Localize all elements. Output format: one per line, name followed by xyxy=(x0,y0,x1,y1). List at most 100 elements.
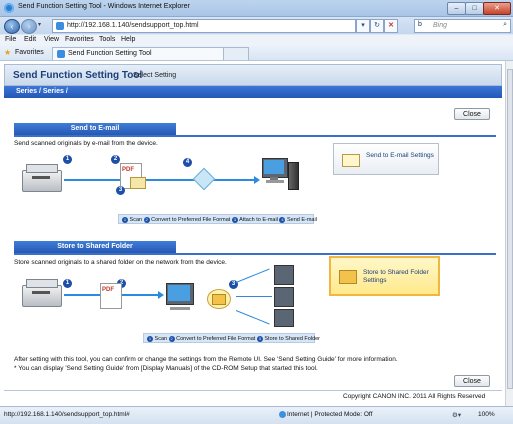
shared-legend-3: Store to Shared Folder xyxy=(264,336,321,342)
menu-view[interactable]: View xyxy=(44,36,60,43)
printer-icon xyxy=(22,162,62,192)
shared-legend: 1 Scan 2 Convert to Preferred File Forma… xyxy=(143,333,320,343)
store-to-shared-folder-settings-label: Store to Shared Folder Settings xyxy=(363,269,429,284)
network-icon xyxy=(192,167,216,191)
search-box[interactable]: b Bing ⌕ xyxy=(414,19,511,33)
email-legend-3: Attach to E-mail xyxy=(239,217,278,223)
back-button[interactable]: ‹ xyxy=(4,19,20,34)
step-4-badge: 4 xyxy=(183,158,192,167)
page-icon xyxy=(56,22,64,30)
computer-icon xyxy=(274,265,294,285)
step-1-badge: 1 xyxy=(63,279,72,288)
title-bar: Send Function Setting Tool - Windows Int… xyxy=(0,0,513,17)
copyright-text: Copyright CANON INC. 2011 All Rights Res… xyxy=(343,393,486,400)
stop-icon[interactable]: ✕ xyxy=(384,19,398,33)
ie-icon xyxy=(4,3,14,13)
minimize-button[interactable]: – xyxy=(447,2,466,15)
computer-icon xyxy=(274,287,294,307)
page-title: Send Function Setting Tool xyxy=(13,70,143,81)
email-description: Send scanned originals by e-mail from th… xyxy=(14,140,158,147)
bing-icon: b xyxy=(418,21,422,28)
menu-edit[interactable]: Edit xyxy=(24,36,37,43)
footnote-remote-ui: After setting with this tool, you can co… xyxy=(14,356,398,363)
search-icon[interactable]: ⌕ xyxy=(503,21,507,28)
email-legend-1: Scan xyxy=(129,217,143,223)
tab-page-icon xyxy=(57,50,65,58)
favorites-button[interactable]: Favorites xyxy=(15,49,44,56)
menu-bar: File Edit View Favorites Tools Help xyxy=(0,35,513,46)
search-placeholder: Bing xyxy=(433,22,448,29)
forward-button[interactable]: › xyxy=(21,19,37,34)
close-window-button[interactable]: ✕ xyxy=(483,2,511,15)
address-bar[interactable]: http://192.168.1.140/sendsupport_top.htm… xyxy=(52,19,356,33)
flow-arrow xyxy=(122,294,160,296)
shared-folder-icon xyxy=(207,289,231,309)
status-url: http://192.168.1.140/sendsupport_top.htm… xyxy=(4,411,130,418)
computer-icon xyxy=(274,309,294,327)
address-dropdown-icon[interactable]: ▾ xyxy=(356,19,370,33)
series-label: Series / Series / xyxy=(16,88,68,95)
flow-arrow xyxy=(64,294,100,296)
folder-icon xyxy=(339,270,357,284)
store-to-shared-folder-settings-button[interactable]: Store to Shared Folder Settings xyxy=(329,256,440,296)
step-3-badge: 3 xyxy=(229,280,238,289)
zoom-level[interactable]: 100% xyxy=(478,411,495,418)
tab-title: Send Function Setting Tool xyxy=(68,50,152,57)
close-button-top[interactable]: Close xyxy=(454,108,490,120)
computer-icon xyxy=(262,158,299,190)
favorites-bar: ★ Favorites Send Function Setting Tool xyxy=(0,46,513,61)
email-legend: 1 Scan 2 Convert to Preferred File Forma… xyxy=(118,214,317,224)
refresh-icon[interactable]: ↻ xyxy=(370,19,384,33)
address-url: http://192.168.1.140/sendsupport_top.htm… xyxy=(67,22,199,29)
step-1-badge: 1 xyxy=(63,155,72,164)
close-button-bottom[interactable]: Close xyxy=(454,375,490,387)
shared-legend-2: Convert to Preferred File Format xyxy=(176,336,256,342)
pdf-document-icon: PDF xyxy=(100,283,122,309)
flow-arrow xyxy=(64,179,120,181)
send-to-email-settings-label: Send to E-mail Settings xyxy=(366,152,434,159)
navigation-bar: ‹ › ▾ http://192.168.1.140/sendsupport_t… xyxy=(0,17,513,34)
series-band: Series / Series / xyxy=(4,86,502,98)
footnote-manuals: * You can display 'Send Setting Guide' f… xyxy=(14,365,318,372)
page-subtitle: Select Setting xyxy=(133,72,177,79)
email-section-rule xyxy=(14,135,496,137)
tab-send-function[interactable]: Send Function Setting Tool xyxy=(52,47,224,60)
flow-arrowhead xyxy=(254,176,260,184)
protected-mode-icon[interactable]: ⚙▾ xyxy=(452,412,462,419)
menu-tools[interactable]: Tools xyxy=(99,36,116,43)
computer-icon xyxy=(166,283,206,317)
printer-icon xyxy=(22,277,62,307)
envelope-small-icon xyxy=(130,177,146,189)
send-to-email-settings-button[interactable]: Send to E-mail Settings xyxy=(333,143,439,175)
menu-help[interactable]: Help xyxy=(121,36,136,43)
flow-arrow xyxy=(236,296,272,297)
shared-section-band: Store to Shared Folder xyxy=(14,241,176,253)
email-section-band: Send to E-mail xyxy=(14,123,176,135)
flow-arrowhead xyxy=(158,291,164,299)
step-3-badge: 3 xyxy=(116,186,125,195)
shared-legend-1: Scan xyxy=(154,336,168,342)
menu-file[interactable]: File xyxy=(5,36,17,43)
window-title: Send Function Setting Tool - Windows Int… xyxy=(18,3,190,10)
email-legend-2: Convert to Preferred File Format xyxy=(151,217,231,223)
page-content xyxy=(0,61,505,406)
scrollbar-thumb[interactable] xyxy=(507,69,513,389)
menu-favorites[interactable]: Favorites xyxy=(65,36,94,43)
internet-zone-icon xyxy=(279,411,286,418)
status-bar: http://192.168.1.140/sendsupport_top.htm… xyxy=(0,406,513,424)
envelope-icon xyxy=(342,154,360,167)
shared-description: Store scanned originals to a shared fold… xyxy=(14,259,227,266)
security-zone[interactable]: Internet | Protected Mode: Off xyxy=(287,411,373,418)
email-legend-4: Send E-mail xyxy=(286,217,317,223)
favorites-star-icon[interactable]: ★ xyxy=(4,48,12,57)
page-header: Send Function Setting Tool Select Settin… xyxy=(4,64,502,86)
vertical-scrollbar[interactable] xyxy=(505,61,513,406)
pdf-label: PDF xyxy=(122,167,134,173)
recent-pages-icon[interactable]: ▾ xyxy=(38,22,42,28)
footer-divider xyxy=(4,390,502,391)
pdf-label: PDF xyxy=(102,287,114,293)
shared-section-rule xyxy=(14,253,496,255)
legend-num: 1 xyxy=(122,217,128,223)
new-tab-button[interactable] xyxy=(223,47,249,60)
maximize-button[interactable]: □ xyxy=(465,2,484,15)
